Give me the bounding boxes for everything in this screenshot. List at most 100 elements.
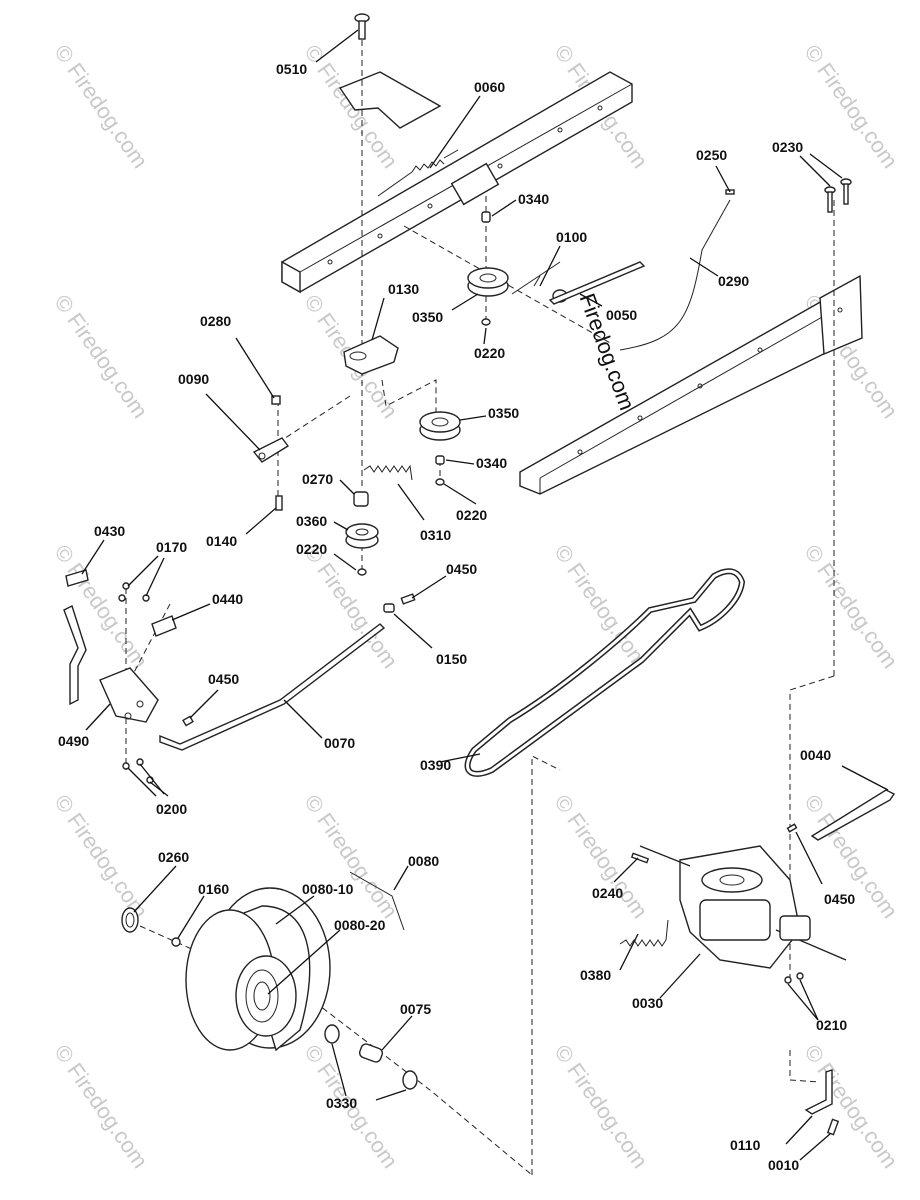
belt-0390-inner xyxy=(466,569,744,776)
right-frame-rail xyxy=(519,274,863,495)
idler-arm-0130 xyxy=(343,335,399,375)
bolt-0010 xyxy=(826,1118,840,1136)
washers-0210 xyxy=(784,972,804,984)
label-0430: 0430 xyxy=(94,523,125,539)
label-0090: 0090 xyxy=(178,371,209,387)
label-0160: 0160 xyxy=(198,881,229,897)
washer-0220-mid xyxy=(435,478,445,486)
label-0150: 0150 xyxy=(436,651,467,667)
label-0080-20: 0080-20 xyxy=(334,917,386,933)
label-0080-10: 0080-10 xyxy=(302,881,354,897)
washers-0200 xyxy=(122,758,154,784)
label-0200: 0200 xyxy=(156,801,187,817)
label-0080: 0080 xyxy=(408,853,439,869)
label-0170: 0170 xyxy=(156,539,187,555)
clip-0150 xyxy=(383,603,395,613)
label-0310: 0310 xyxy=(420,527,451,543)
label-0270: 0270 xyxy=(302,471,333,487)
bolts-0230 xyxy=(824,178,852,213)
spacer-0270 xyxy=(353,491,369,507)
belt-0390 xyxy=(464,568,746,777)
bolt-0510 xyxy=(354,13,370,40)
label-0350: 0350 xyxy=(412,309,443,325)
washer-0330-a xyxy=(324,1024,340,1044)
label-0290: 0290 xyxy=(718,273,749,289)
label-0130: 0130 xyxy=(388,281,419,297)
clip-0450-right xyxy=(786,823,798,833)
transaxle-0030 xyxy=(639,845,847,969)
spring-0310 xyxy=(363,464,413,481)
link-0090 xyxy=(252,437,290,463)
label-0510: 0510 xyxy=(276,61,307,77)
spacer-0340 xyxy=(481,211,491,223)
label-0220: 0220 xyxy=(474,345,505,361)
rod-0040 xyxy=(810,789,896,841)
rod-0070 xyxy=(159,623,386,751)
label-0100: 0100 xyxy=(556,229,587,245)
rod-0290 xyxy=(619,199,731,351)
clip-0280 xyxy=(271,395,281,405)
assembly-guide-lines xyxy=(125,40,835,1176)
washer-0220-top xyxy=(481,318,491,326)
pad-0430 xyxy=(65,569,89,587)
washer-0220-low xyxy=(357,568,367,576)
label-0450: 0450 xyxy=(824,891,855,907)
bolt-0140 xyxy=(275,495,283,511)
label-0260: 0260 xyxy=(158,849,189,865)
label-0280: 0280 xyxy=(200,313,231,329)
label-0050: 0050 xyxy=(606,307,637,323)
brake-rod-0050 xyxy=(548,261,646,305)
label-0230: 0230 xyxy=(772,139,803,155)
bracket-0490 xyxy=(99,667,159,723)
label-0340: 0340 xyxy=(518,191,549,207)
label-0075: 0075 xyxy=(400,1001,431,1017)
label-0340: 0340 xyxy=(476,455,507,471)
pedal-arm-0490 xyxy=(63,605,87,706)
label-0490: 0490 xyxy=(58,733,89,749)
washer-0330-b xyxy=(402,1070,418,1090)
label-0250: 0250 xyxy=(696,147,727,163)
pin-0160 xyxy=(171,937,181,947)
clip-0450-top xyxy=(400,593,416,605)
plate-0060 xyxy=(338,71,442,129)
label-0030: 0030 xyxy=(632,995,663,1011)
bushing-0075 xyxy=(358,1043,384,1063)
label-0220: 0220 xyxy=(296,541,327,557)
label-0390: 0390 xyxy=(420,757,451,773)
pulley-0350-mid xyxy=(419,411,461,441)
tire-wheel-0080-10 xyxy=(185,887,331,1052)
plate-0440 xyxy=(151,615,177,637)
spring-0060 xyxy=(377,149,459,197)
label-0210: 0210 xyxy=(816,1017,847,1033)
screws-0170 xyxy=(118,582,150,602)
part-labels: 0510 0060 0340 0100 0250 0230 0130 0050 … xyxy=(58,61,855,1173)
pulley-0360 xyxy=(345,523,379,549)
label-0220: 0220 xyxy=(456,507,487,523)
label-0330: 0330 xyxy=(326,1095,357,1111)
clip-0450-left xyxy=(182,715,194,727)
label-0040: 0040 xyxy=(800,747,831,763)
label-0240: 0240 xyxy=(592,885,623,901)
label-0110: 0110 xyxy=(730,1137,761,1153)
spring-0380 xyxy=(619,919,669,947)
leader-lines xyxy=(81,29,889,1161)
pin-0240 xyxy=(630,852,650,864)
valve-0080 xyxy=(349,871,405,931)
label-0070: 0070 xyxy=(324,735,355,751)
spacer-0340-mid xyxy=(435,455,445,465)
bracket-0110 xyxy=(804,1069,833,1115)
label-0440: 0440 xyxy=(212,591,243,607)
left-frame-rail xyxy=(281,71,633,294)
label-0450: 0450 xyxy=(208,671,239,687)
label-0010: 0010 xyxy=(768,1157,799,1173)
label-0450: 0450 xyxy=(446,561,477,577)
label-0350: 0350 xyxy=(488,405,519,421)
label-0060: 0060 xyxy=(474,79,505,95)
cap-0260 xyxy=(121,907,139,933)
label-0140: 0140 xyxy=(206,533,237,549)
label-0380: 0380 xyxy=(580,967,611,983)
label-0360: 0360 xyxy=(296,513,327,529)
idler-pulley-0350-top xyxy=(467,267,509,297)
